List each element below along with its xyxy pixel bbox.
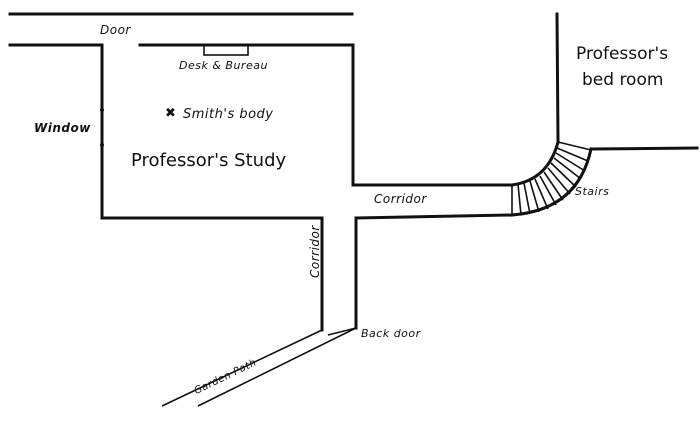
window-label: Window <box>34 121 91 135</box>
back-door-label: Back door <box>361 327 421 340</box>
corridor-vertical-label: Corridor <box>308 225 322 278</box>
bedroom-label-line2: bed room <box>582 70 664 90</box>
stairs-inner-curve <box>510 140 560 187</box>
desk-bureau-shape <box>203 44 249 56</box>
garden-path-upper-edge <box>161 329 323 407</box>
garden-path-lower-edge <box>197 327 357 407</box>
window-mark-bottom <box>100 143 104 147</box>
bedroom-wall-bottom <box>589 146 699 151</box>
bedroom-label-line1: Professor's <box>576 44 669 64</box>
stair-treads <box>511 141 592 216</box>
corridor-h-bottom <box>354 213 514 220</box>
desk-bureau-label: Desk & Bureau <box>179 59 268 72</box>
body-marker-icon: ✖ <box>165 106 176 121</box>
professors-study-label: Professor's Study <box>131 150 287 171</box>
back-door-mark <box>327 327 357 336</box>
door-label: Door <box>100 23 131 37</box>
window-mark-top <box>100 108 104 112</box>
bedroom-wall-left <box>555 12 560 144</box>
smiths-body-label: Smith's body <box>183 107 274 122</box>
stairs-label: Stairs <box>575 185 610 198</box>
corridor-horizontal-label: Corridor <box>374 192 427 206</box>
